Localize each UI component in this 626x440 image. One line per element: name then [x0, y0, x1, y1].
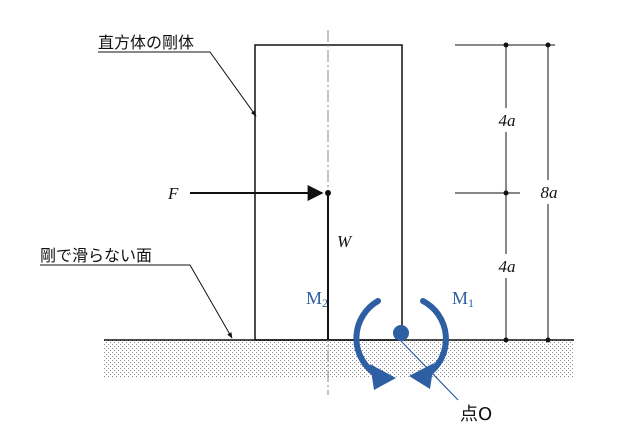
pivot-point-o [393, 325, 409, 341]
dim-dot-bottom-outer [545, 337, 551, 343]
ground-label: 剛で滑らない面 [40, 246, 152, 265]
dim-dot-mid-inner [503, 190, 509, 196]
weight-w-label: W [337, 232, 353, 251]
moment-m1-label: M1 [452, 288, 474, 310]
body-label-leader [98, 51, 257, 117]
pivot-leader [400, 340, 459, 401]
rigid-body-label: 直方体の剛体 [98, 33, 194, 52]
pivot-o-label: 点O [460, 404, 492, 425]
dim-dot-top-outer [545, 42, 551, 48]
moment-m1-arc [420, 298, 449, 377]
dim-dot-bottom-inner [503, 337, 509, 343]
dim-total-label: 8a [541, 183, 558, 202]
dim-upper-label: 4a [499, 111, 516, 130]
dim-lower-label: 4a [499, 257, 516, 276]
ground-hatch [104, 340, 574, 378]
moment-m2-arrowhead [370, 364, 396, 390]
moment-m2-label: M2 [306, 288, 328, 310]
ground-label-leader [40, 264, 233, 339]
force-f-label: F [167, 184, 179, 203]
moment-m2-arc [353, 298, 381, 378]
dim-dot-top-inner [503, 42, 509, 48]
